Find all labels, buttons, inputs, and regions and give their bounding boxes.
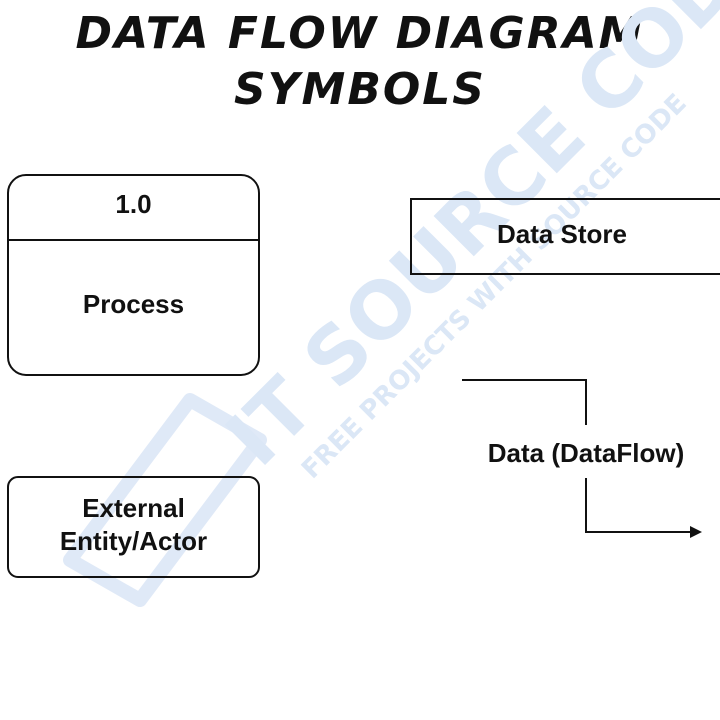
process-number: 1.0 [115,189,152,219]
external-entity-symbol [7,476,260,578]
page-title: DATA FLOW DIAGRAM SYMBOLS [0,6,720,118]
data-store-symbol [410,198,720,275]
watermark-logo-icon [63,393,267,607]
data-store-label: Data Store [496,219,628,249]
process-label: Process [82,289,185,319]
external-entity-line-2: Entity/Actor [59,526,208,556]
process-symbol [7,174,260,376]
external-entity-line-1: External [82,493,185,523]
data-flow-arrow-tail [585,478,702,538]
title-line-1: DATA FLOW DIAGRAM [75,8,645,59]
external-entity-label: External Entity/Actor [8,492,259,558]
data-flow-arrow [462,379,587,425]
title-line-2: SYMBOLS [233,64,486,115]
data-flow-label: Data (DataFlow) [466,437,706,469]
